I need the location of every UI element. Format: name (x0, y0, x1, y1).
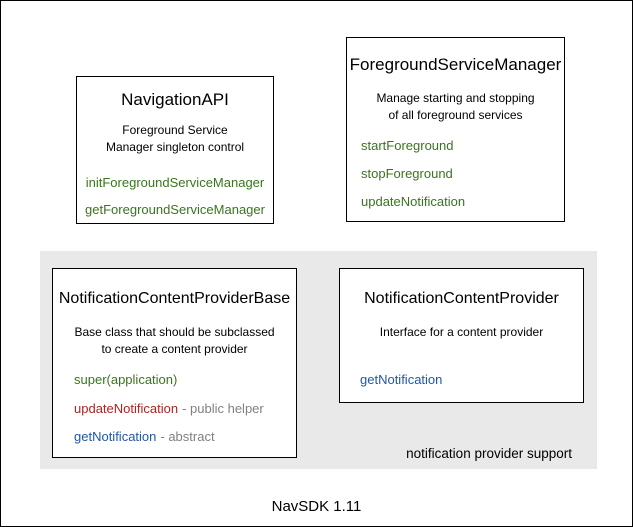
method-label: getForegroundServiceManager (85, 202, 265, 217)
class-box-notification-content-provider-base: NotificationContentProviderBase Base cla… (52, 268, 297, 458)
method-updateNotification: updateNotification (361, 188, 564, 216)
method-getForegroundServiceManager: getForegroundServiceManager (77, 196, 273, 223)
method-label: stopForeground (361, 166, 453, 181)
method-getNotification: getNotification (360, 366, 583, 394)
description-line: Interface for a content provider (379, 325, 544, 339)
method-stopForeground: stopForeground (361, 160, 564, 188)
method-label: getNotification (360, 372, 443, 387)
description-line: Manager singleton control (105, 140, 245, 154)
method-list: startForeground stopForeground updateNot… (347, 132, 564, 216)
method-initForegroundServiceManager: initForegroundServiceManager (77, 169, 273, 196)
class-description: Interface for a content provider (340, 324, 583, 341)
diagram-caption: NavSDK 1.11 (271, 498, 362, 515)
method-note: - public helper (182, 400, 264, 416)
method-label: getNotification (74, 429, 157, 444)
method-updateNotification: updateNotification- public helper (74, 395, 296, 424)
description-line: of all foreground services (388, 108, 523, 122)
description-line: Manage starting and stopping (376, 91, 535, 105)
method-list: initForegroundServiceManager getForegrou… (77, 169, 273, 223)
method-label: super(application) (74, 372, 178, 387)
class-box-foreground-service-manager: ForegroundServiceManager Manage starting… (346, 37, 565, 222)
description-line: Foreground Service (122, 123, 228, 137)
method-label: updateNotification (74, 400, 179, 416)
class-box-navigation-api: NavigationAPI Foreground Service Manager… (76, 76, 274, 224)
class-title: NotificationContentProviderBase (58, 290, 291, 307)
method-startForeground: startForeground (361, 132, 564, 160)
description-line: Base class that should be subclassed (74, 325, 275, 339)
class-title: NavigationAPI (121, 90, 229, 109)
method-note: - abstract (160, 429, 215, 444)
method-super-application: super(application) (74, 366, 296, 395)
description-line: to create a content provider (101, 342, 248, 356)
method-label: startForeground (361, 138, 454, 153)
class-description: Base class that should be subclassed to … (53, 324, 296, 358)
method-getNotification: getNotification- abstract (74, 423, 296, 452)
class-description: Foreground Service Manager singleton con… (77, 122, 273, 156)
method-label: initForegroundServiceManager (85, 175, 265, 190)
group-label: notification provider support (406, 446, 572, 461)
method-list: getNotification (340, 366, 583, 394)
method-list: super(application) updateNotification- p… (53, 366, 296, 452)
method-label: updateNotification (361, 194, 466, 209)
class-box-notification-content-provider: NotificationContentProvider Interface fo… (339, 268, 584, 403)
class-title: ForegroundServiceManager (349, 55, 562, 74)
class-title: NotificationContentProvider (364, 290, 559, 307)
class-description: Manage starting and stopping of all fore… (347, 90, 564, 124)
notification-provider-group: NotificationContentProviderBase Base cla… (40, 251, 597, 469)
